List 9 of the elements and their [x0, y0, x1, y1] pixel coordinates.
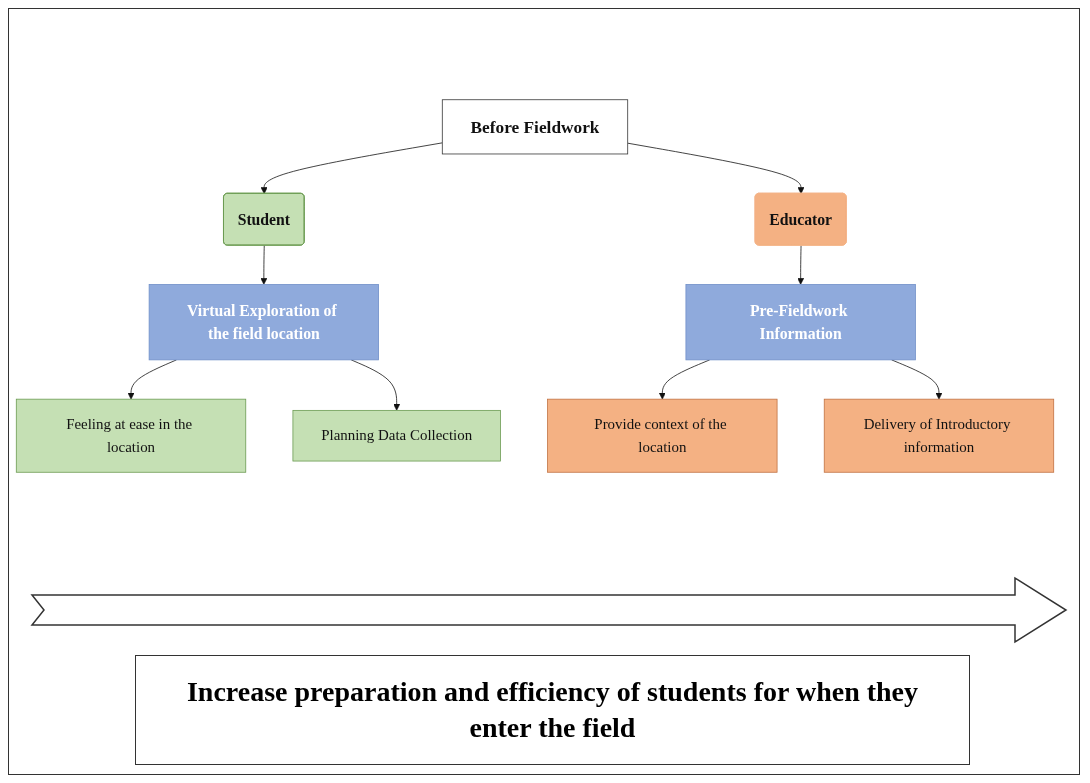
node-box: Pre-Fieldwork Information: [685, 284, 916, 361]
node-box: Delivery of Introductory information: [823, 398, 1055, 473]
outcome-text: Increase preparation and efficiency of students for when they enter the field: [185, 674, 920, 745]
outcome-box: [135, 655, 970, 765]
node-box: Virtual Exploration of the field location: [148, 284, 379, 361]
node-box: Planning Data Collection: [292, 409, 501, 462]
node-box: Feeling at ease in the location: [15, 398, 247, 473]
node-box: Provide context of the location: [547, 398, 778, 473]
node-box: Before Fieldwork: [441, 99, 629, 155]
